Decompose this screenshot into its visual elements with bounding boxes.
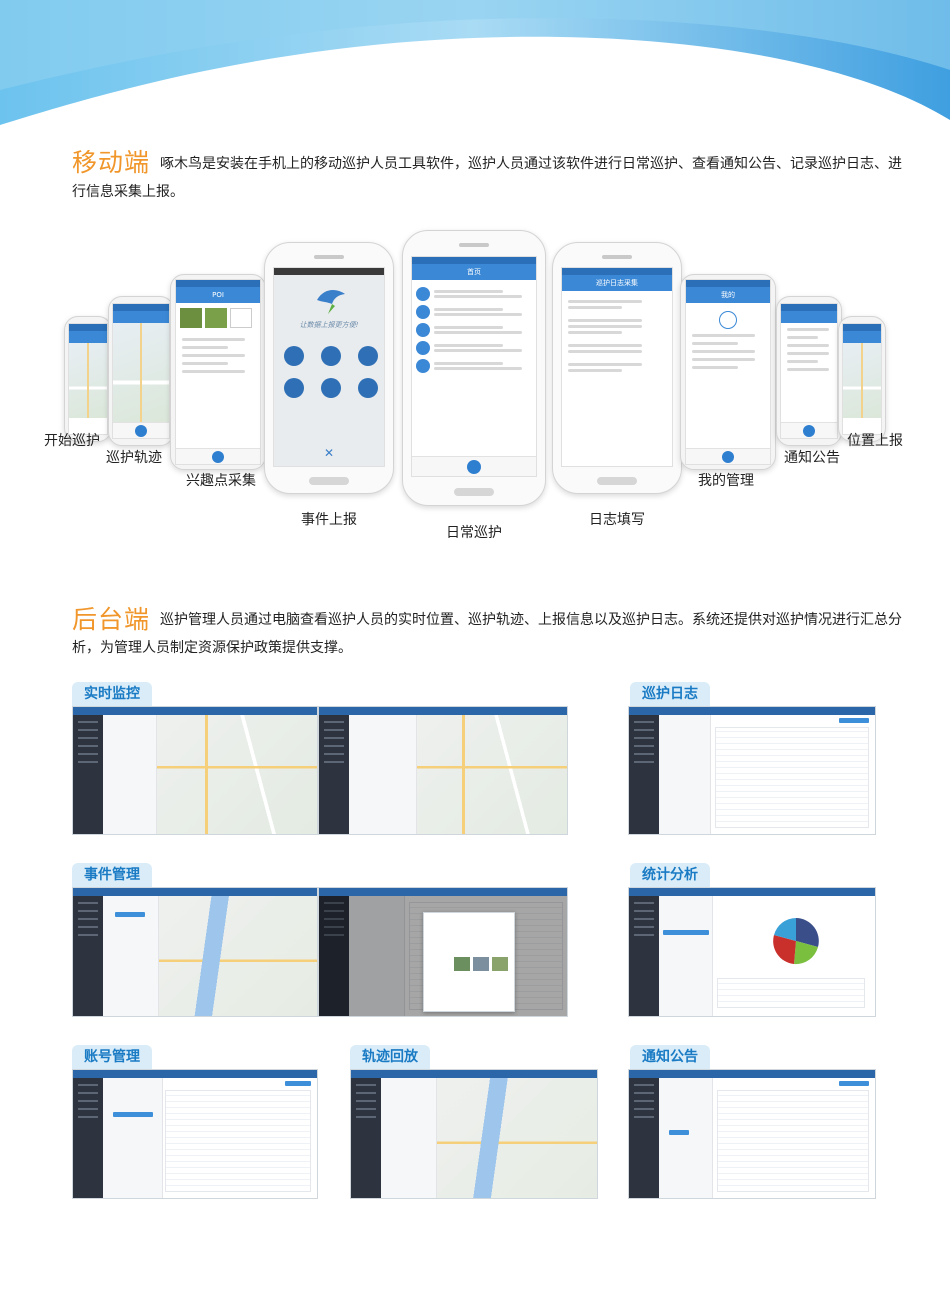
home-appbar: 首页 bbox=[412, 264, 536, 280]
screenshot-realtime-monitor-2 bbox=[318, 706, 568, 835]
caption-patrol-track: 巡护轨迹 bbox=[106, 450, 162, 466]
mobile-section-description: 啄木鸟是安装在手机上的移动巡护人员工具软件，巡护人员通过该软件进行日常巡护、查看… bbox=[72, 156, 902, 200]
report-category-icon[interactable] bbox=[284, 378, 304, 398]
module-tag-event-management: 事件管理 bbox=[72, 863, 152, 888]
caption-daily-patrol: 日常巡护 bbox=[446, 525, 502, 541]
bird-logo-icon bbox=[317, 290, 345, 314]
avatar bbox=[719, 311, 737, 329]
caption-notices: 通知公告 bbox=[784, 450, 840, 466]
phone-start-patrol bbox=[64, 316, 112, 442]
caption-log-entry: 日志填写 bbox=[589, 512, 645, 528]
module-tag-track-playback: 轨迹回放 bbox=[350, 1045, 430, 1070]
screenshot-account-management bbox=[72, 1069, 318, 1199]
poi-appbar: POI bbox=[176, 287, 260, 303]
caption-start-patrol: 开始巡护 bbox=[44, 433, 100, 449]
event-report-slogan: 让数据上报更方便! bbox=[299, 321, 359, 329]
screenshot-notices bbox=[628, 1069, 876, 1199]
caption-location-report: 位置上报 bbox=[847, 433, 903, 449]
top-wave-decoration bbox=[0, 0, 950, 125]
pie-chart-thumbnail bbox=[773, 918, 819, 965]
module-tag-notices: 通知公告 bbox=[630, 1045, 710, 1070]
event-detail-modal bbox=[423, 912, 515, 1012]
phone-daily-patrol: 首页 bbox=[402, 230, 546, 506]
report-category-icon[interactable] bbox=[321, 378, 341, 398]
report-category-icon[interactable] bbox=[284, 346, 304, 366]
phone-location-report bbox=[838, 316, 886, 442]
report-category-icon[interactable] bbox=[358, 378, 378, 398]
close-icon[interactable]: ✕ bbox=[323, 446, 335, 460]
screenshot-event-management-2 bbox=[318, 887, 568, 1017]
caption-event-report: 事件上报 bbox=[301, 512, 357, 528]
screenshot-patrol-log bbox=[628, 706, 876, 835]
phone-poi-collection: POI bbox=[170, 274, 266, 470]
module-tag-patrol-log: 巡护日志 bbox=[630, 682, 710, 707]
log-appbar: 巡护日志采集 bbox=[562, 275, 672, 291]
phone-patrol-track bbox=[108, 296, 174, 446]
caption-poi-collection: 兴趣点采集 bbox=[186, 473, 256, 489]
backend-section-title: 后台端 bbox=[72, 605, 151, 634]
backend-section-description: 巡护管理人员通过电脑查看巡护人员的实时位置、巡护轨迹、上报信息以及巡护日志。系统… bbox=[72, 612, 902, 656]
my-appbar: 我的 bbox=[686, 287, 770, 303]
caption-my-management: 我的管理 bbox=[698, 473, 754, 489]
screenshot-statistics bbox=[628, 887, 876, 1017]
screenshot-track-playback bbox=[350, 1069, 598, 1199]
module-tag-statistics: 统计分析 bbox=[630, 863, 710, 888]
report-category-icon[interactable] bbox=[321, 346, 341, 366]
module-tag-account-management: 账号管理 bbox=[72, 1045, 152, 1070]
phone-event-report: 让数据上报更方便! ✕ bbox=[264, 242, 394, 494]
screenshot-realtime-monitor bbox=[72, 706, 318, 835]
report-category-icon[interactable] bbox=[358, 346, 378, 366]
screenshot-event-management bbox=[72, 887, 318, 1017]
phone-my-management: 我的 bbox=[680, 274, 776, 470]
module-tag-realtime-monitor: 实时监控 bbox=[72, 682, 152, 707]
mobile-section-title: 移动端 bbox=[72, 148, 151, 177]
phone-log-entry: 巡护日志采集 bbox=[552, 242, 682, 494]
phone-notices bbox=[776, 296, 842, 446]
